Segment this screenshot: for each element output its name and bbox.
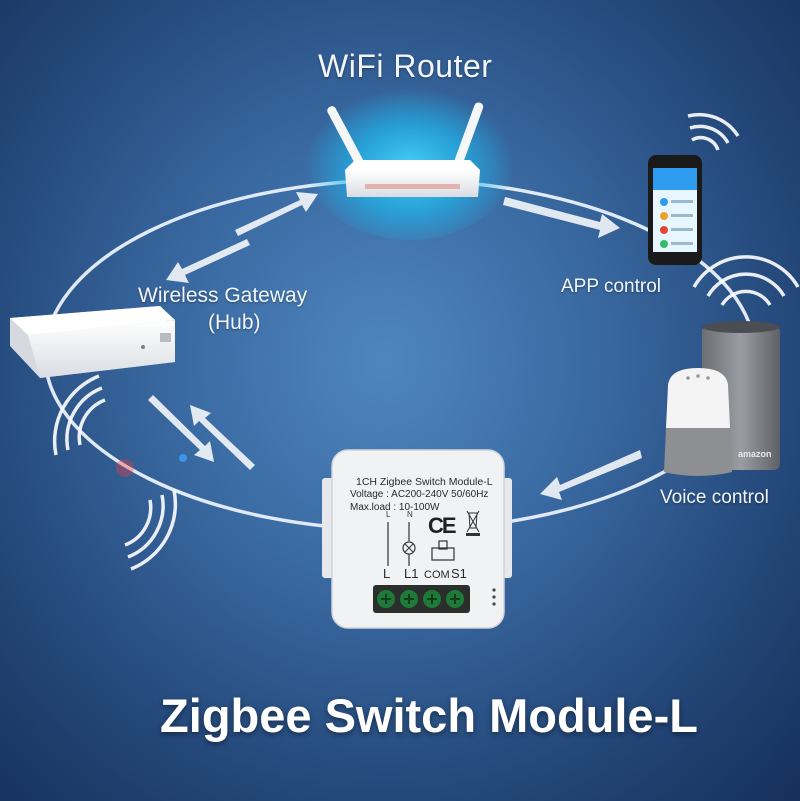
wifi-signal-icon (687, 112, 740, 151)
gateway-icon (10, 306, 175, 378)
speaker-brand-logo: amazon (738, 449, 772, 459)
arrow-icon (148, 192, 642, 500)
switch-module-icon (322, 449, 512, 629)
terminal-com-label: COM (424, 569, 450, 581)
module-voltage-text: Voltage : AC200-240V 50/60Hz (350, 489, 489, 500)
gateway-hub-label: (Hub) (208, 311, 261, 334)
wifi-signal-icon (692, 255, 800, 306)
phone-icon (648, 155, 702, 265)
gateway-label: Wireless Gateway (138, 284, 308, 307)
module-mark-l: L (386, 510, 391, 519)
app-control-label: APP control (561, 276, 661, 297)
ce-mark-icon: CE (428, 513, 457, 538)
terminal-l1-label: L1 (404, 566, 419, 581)
module-model-text: 1CH Zigbee Switch Module-L (356, 476, 493, 488)
smart-speaker-icon (664, 368, 732, 476)
terminal-l-label: L (383, 566, 391, 581)
module-max-load-text: Max.load : 10-100W (350, 502, 440, 513)
router-icon (327, 102, 484, 197)
module-mark-n: N (407, 510, 413, 519)
voice-control-label: Voice control (660, 487, 769, 508)
wifi-signal-icon (52, 374, 178, 571)
main-title: Zigbee Switch Module-L (160, 689, 698, 742)
router-label: WiFi Router (318, 48, 493, 84)
terminal-s1-label: S1 (451, 566, 467, 581)
